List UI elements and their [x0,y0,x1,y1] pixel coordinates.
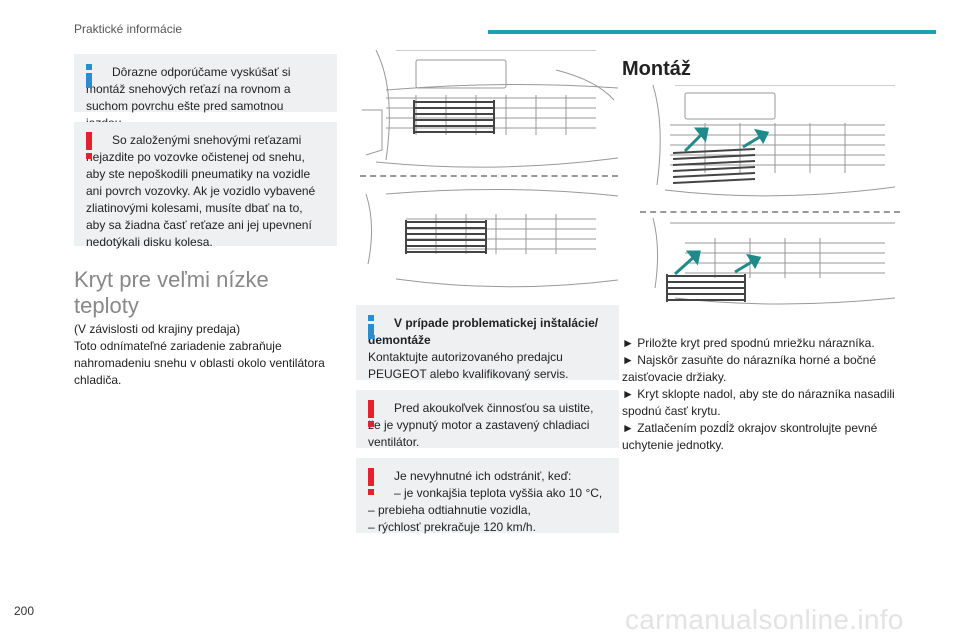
warning-icon [84,132,94,159]
watermark[interactable]: carmanualsonline.info [625,604,904,635]
info-icon [366,315,376,341]
description-text: Toto odnímateľné zariadenie zabraňuje na… [74,339,325,387]
page-number: 200 [14,604,35,618]
mounting-steps: ► Priložte kryt pred spodnú mriežku nára… [622,335,907,454]
header-accent-bar [488,30,936,34]
info-body: Kontaktujte autorizovaného predajcu PEUG… [368,350,569,381]
bumper-illustration-top [362,50,619,168]
warning-box-removal: Je nevyhnutné ich odstrániť, keď: – je v… [356,458,619,534]
mounting-illustration-bottom [652,218,896,305]
info-title-bold: V prípade problematickej inštalácie/ dem… [368,316,599,347]
warning-item: – prebieha odtiahnutie vozidla, [368,503,531,517]
warning-text: Pred akoukoľvek činnosťou sa uistite, že… [368,401,594,449]
info-icon [84,64,94,90]
warning-icon [366,400,376,427]
section-body: (V závislosti od krajiny predaja) Toto o… [74,321,336,389]
step-item: ► Kryt sklopte nadol, aby ste do nárazní… [622,387,895,418]
running-header: Praktické informácie [74,22,183,36]
section-title: Kryt pre veľmi nízke teploty [74,267,269,318]
step-item: ► Priložte kryt pred spodnú mriežku nára… [622,336,875,350]
warning-item: – rýchlosť prekračuje 120 km/h. [368,520,536,534]
warning-box: So založenými snehovými reťazami nejazdi… [74,122,337,249]
separator-line [640,211,900,213]
info-box-installation: V prípade problematickej inštalácie/ dem… [356,305,619,381]
step-item: ► Najskôr zasuňte do nárazníka horné a b… [622,353,877,384]
info-title: V prípade problematickej inštalácie/ dem… [368,315,607,349]
bumper-illustration-bottom [365,188,619,288]
availability-note: (V závislosti od krajiny predaja) [74,322,241,336]
montaz-heading: Montáž [622,58,691,80]
step-item: ► Zatlačením pozdĺž okrajov skontrolujte… [622,421,878,452]
warning-icon [366,468,376,495]
mounting-illustration-top [652,85,896,197]
separator-line [360,175,618,177]
warning-text: So založenými snehovými reťazami nejazdi… [86,133,316,249]
warning-item: – je vonkajšia teplota vyššia ako 10 °C, [394,486,603,500]
warning-box-engine: Pred akoukoľvek činnosťou sa uistite, že… [356,390,619,449]
warning-intro: Je nevyhnutné ich odstrániť, keď: [394,469,572,483]
info-box: Dôrazne odporúčame vyskúšať si montáž sn… [74,54,337,130]
